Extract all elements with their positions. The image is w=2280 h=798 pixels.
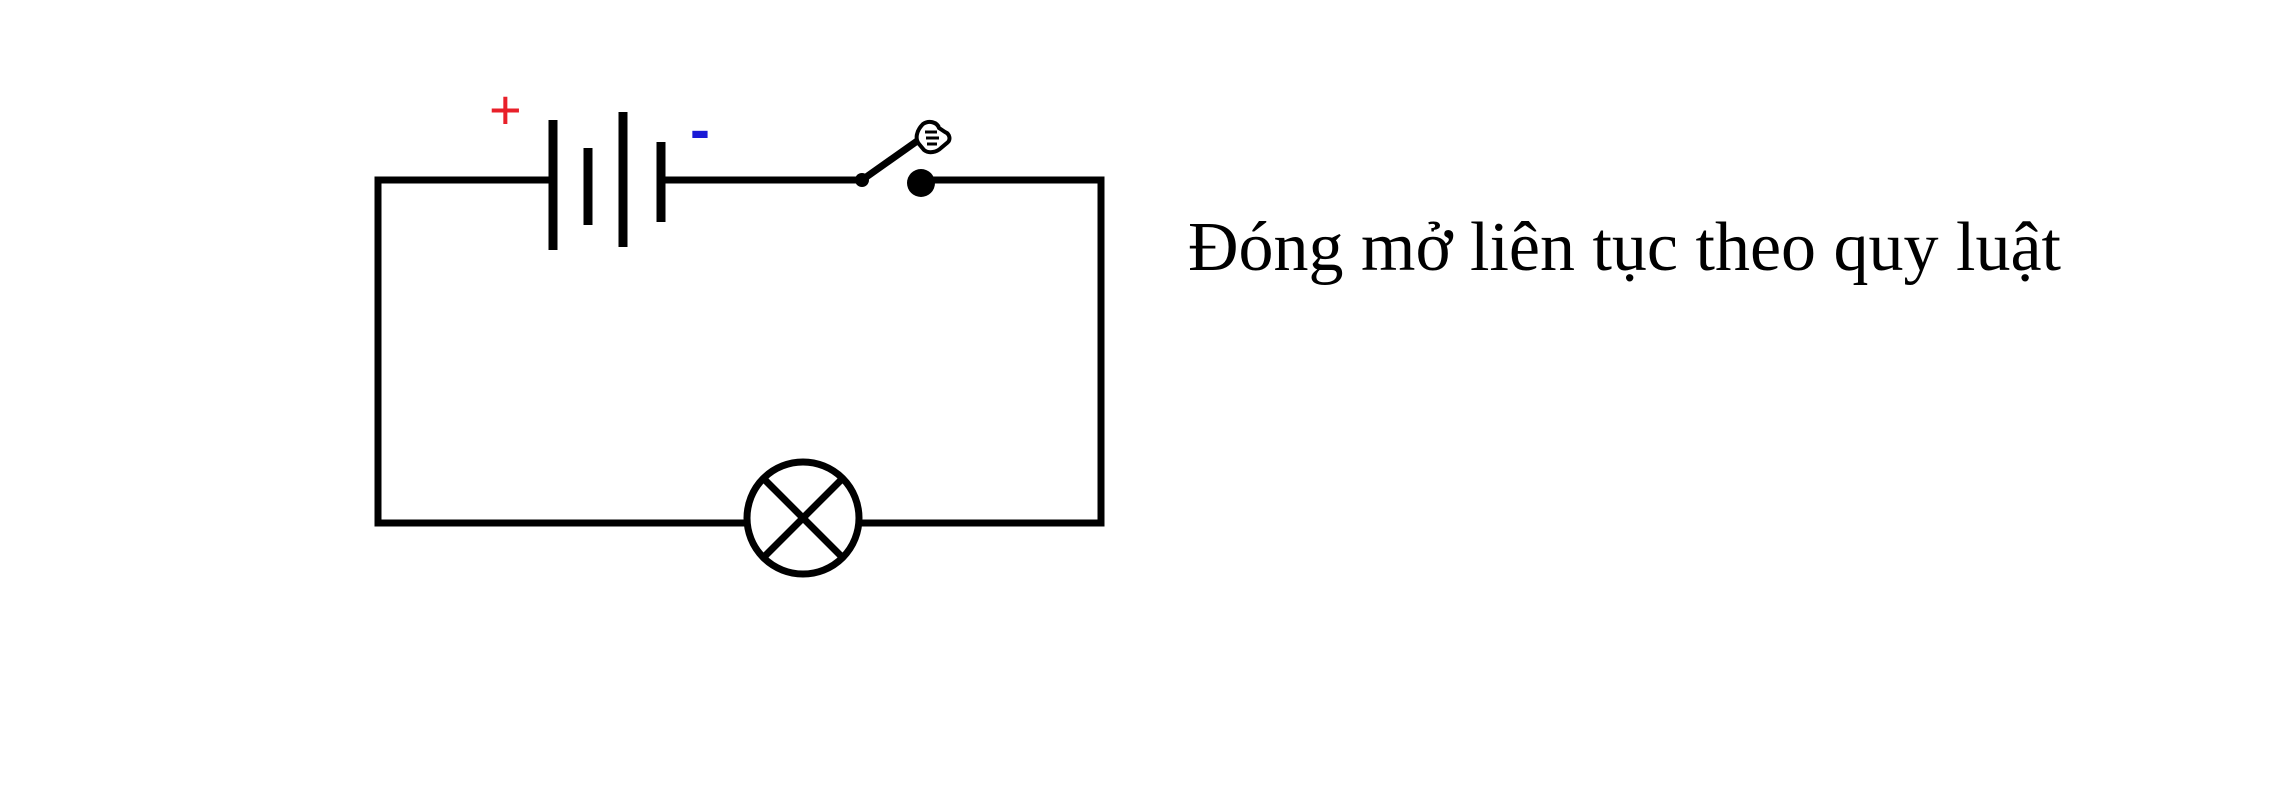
hand-cursor-icon [914, 119, 952, 155]
wire-right-loop [855, 176, 1105, 527]
switch-contact-right [907, 169, 935, 197]
circuit-wires [374, 176, 1105, 527]
battery-positive-label: + [489, 78, 522, 141]
diagram-caption: Đóng mở liên tục theo quy luật [1188, 209, 2061, 286]
battery [548, 112, 666, 250]
wire-left-loop [374, 176, 751, 527]
battery-negative-label: - [690, 96, 710, 163]
lamp-cross-2 [760, 475, 846, 561]
lamp [743, 458, 863, 578]
